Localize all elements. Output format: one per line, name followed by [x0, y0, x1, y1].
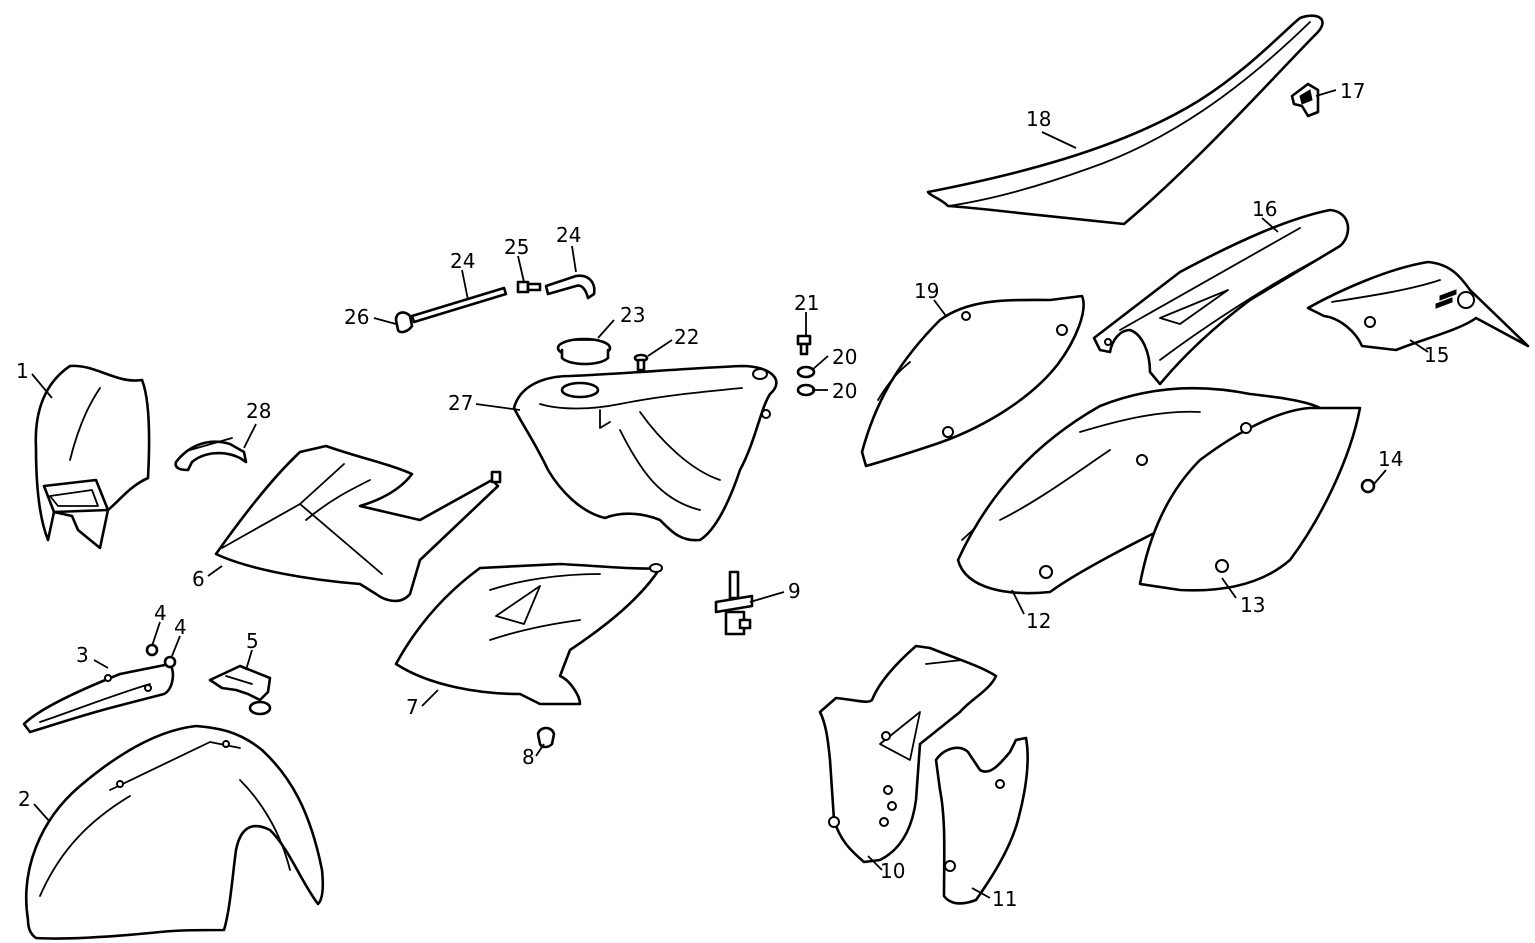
leader-lines	[31, 89, 1429, 899]
callout-22: 22	[674, 325, 699, 349]
callout-6: 6	[192, 567, 205, 591]
callout-27: 27	[448, 391, 473, 415]
part-26-elbow	[394, 311, 414, 334]
part-5-bracket	[208, 664, 272, 716]
callout-13: 13	[1240, 593, 1265, 617]
part-19-side-panel	[860, 294, 1085, 468]
callout-11: 11	[992, 887, 1017, 911]
part-16-rear-cover	[1092, 208, 1350, 386]
part-24-hose-bent	[544, 274, 596, 300]
part-22-screw	[633, 353, 649, 372]
callout-23: 23	[620, 303, 645, 327]
part-23-fuel-cap	[556, 337, 612, 366]
callout-19: 19	[914, 279, 939, 303]
callout-12: 12	[1026, 609, 1051, 633]
part-20-washer-b	[796, 383, 816, 397]
callout-16: 16	[1252, 197, 1277, 221]
part-13-side-panel	[1138, 406, 1362, 592]
part-21-bolt	[796, 334, 812, 356]
callout-3: 3	[76, 643, 89, 667]
part-17-bracket	[1290, 82, 1320, 118]
callout-7: 7	[406, 695, 419, 719]
callout-25: 25	[504, 235, 529, 259]
part-1-headlight-mask	[34, 364, 151, 550]
callout-labels: 1 2 3 4 4 5 6 7 8 9 10 11 12 13 14 15 16…	[16, 79, 1449, 911]
callout-20a: 20	[832, 345, 857, 369]
callout-15: 15	[1424, 343, 1449, 367]
part-8-grommet	[536, 726, 556, 749]
part-4-nut-b	[163, 655, 177, 669]
part-24-hose-long	[410, 286, 508, 324]
part-4-nut-a	[145, 643, 159, 657]
callout-28: 28	[246, 399, 271, 423]
callout-10: 10	[880, 859, 905, 883]
part-25-connector	[516, 280, 542, 294]
callout-1: 1	[16, 359, 29, 383]
part-10-frame-guard	[818, 644, 998, 864]
callout-24b: 24	[556, 223, 581, 247]
part-11-frame-guard	[934, 736, 1029, 905]
callout-2: 2	[18, 787, 31, 811]
callout-14: 14	[1378, 447, 1403, 471]
part-18-seat	[926, 14, 1324, 226]
callout-5: 5	[246, 629, 259, 653]
callout-8: 8	[522, 745, 535, 769]
part-2-front-fender	[24, 724, 325, 940]
part-3-bracket	[22, 662, 175, 734]
part-7-shroud	[394, 562, 663, 706]
callout-17: 17	[1340, 79, 1365, 103]
callout-4b: 4	[174, 615, 187, 639]
part-27-fuel-tank	[512, 364, 778, 542]
callout-9: 9	[788, 579, 801, 603]
callout-4a: 4	[154, 601, 167, 625]
part-6-shroud	[214, 444, 502, 603]
part-15-tail-piece	[1306, 260, 1530, 352]
callout-18: 18	[1026, 107, 1051, 131]
callout-20b: 20	[832, 379, 857, 403]
part-28-clamp	[174, 437, 248, 472]
callout-24a: 24	[450, 249, 475, 273]
callout-26: 26	[344, 305, 369, 329]
part-14-nut	[1360, 478, 1376, 494]
callout-21: 21	[794, 291, 819, 315]
part-9-fuel-tap	[714, 570, 754, 636]
part-20-washer-a	[796, 365, 816, 379]
